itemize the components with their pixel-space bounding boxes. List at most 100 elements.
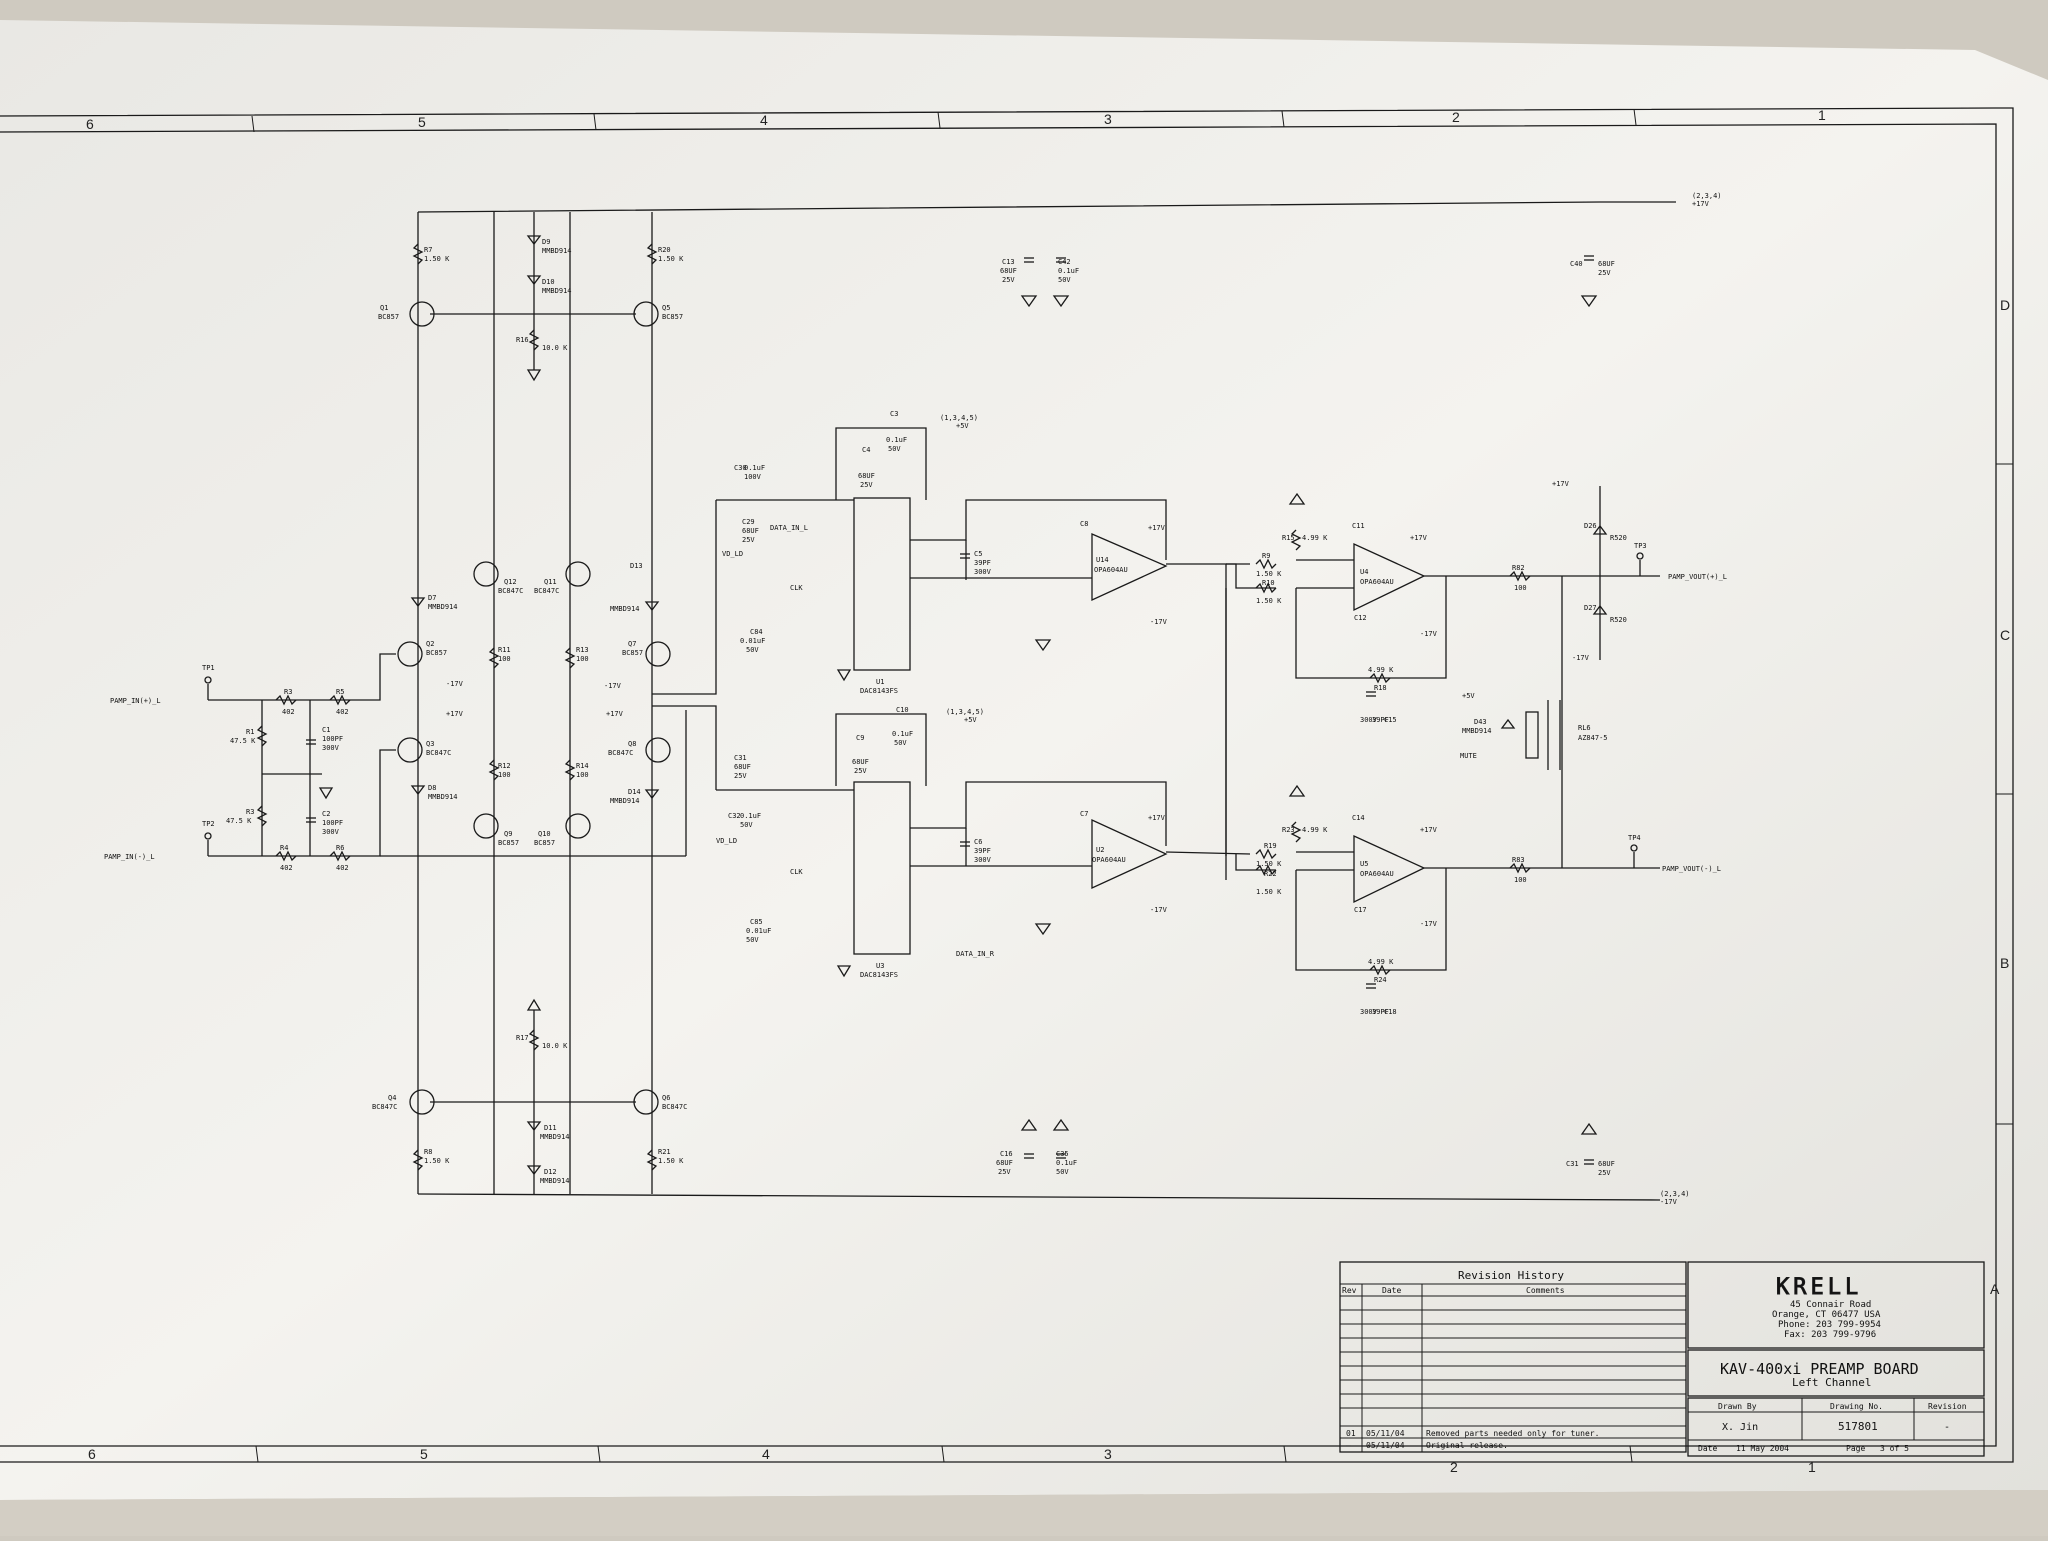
value-q7: BC857 <box>622 649 643 657</box>
zone-top-1: 1 <box>1818 107 1826 123</box>
label-tp2: TP2 <box>202 820 215 828</box>
label-c8: C8 <box>1080 520 1088 528</box>
label-r22: R22 <box>1264 870 1277 878</box>
zone-right-C: C <box>2000 627 2010 643</box>
label-d10: D10 <box>542 278 555 286</box>
value-c10: 0.1uF <box>892 730 913 738</box>
net-n17-u14: -17V <box>1150 618 1168 626</box>
page-value: 3 of 5 <box>1880 1444 1909 1453</box>
value2-c13: 25V <box>1002 276 1015 284</box>
value2-c84: 50V <box>746 646 759 654</box>
value-r9: 1.50 K <box>1256 570 1282 578</box>
opamps <box>1091 533 1426 904</box>
net-data-in-l: DATA_IN_L <box>770 524 808 532</box>
value-r21: 1.50 K <box>658 1157 684 1165</box>
component-labels: Q1 BC857 Q5 BC857 R7 1.50 K R20 1.50 K D… <box>104 192 1727 1206</box>
label-r7: R7 <box>424 246 432 254</box>
label-q8: Q8 <box>628 740 636 748</box>
label-r11: R11 <box>498 646 511 654</box>
zone-right-D: D <box>2000 297 2010 313</box>
value-c18: 39PF <box>1372 1008 1389 1016</box>
label-tp3: TP3 <box>1634 542 1647 550</box>
value-c13: 68UF <box>1000 267 1017 275</box>
col-comments: Comments <box>1526 1286 1565 1295</box>
net-vd-ld-2: VD_LD <box>716 837 737 845</box>
fax: Fax: 203 799-9796 <box>1784 1330 1876 1340</box>
value-q4: BC847C <box>372 1103 397 1111</box>
rev1-date: 05/11/04 <box>1366 1429 1405 1438</box>
label-c84: C84 <box>750 628 763 636</box>
net-n17-bottom: -17V <box>1660 1198 1678 1206</box>
label-r24: R24 <box>1374 976 1387 984</box>
label-r12: R12 <box>498 762 511 770</box>
value-c31b: 68UF <box>734 763 751 771</box>
value-c2: 100PF <box>322 819 343 827</box>
value-r19: 1.50 K <box>1256 860 1282 868</box>
zone-top-3: 3 <box>1104 111 1112 127</box>
date-label: Date <box>1698 1444 1717 1453</box>
label-u3: U3 <box>876 962 884 970</box>
value-r23: 4.99 K <box>1302 826 1328 834</box>
value-c84: 0.01uF <box>740 637 765 645</box>
value-r83: 100 <box>1514 876 1527 884</box>
label-r5: R5 <box>336 688 344 696</box>
revision-value: - <box>1944 1422 1950 1433</box>
label-c31b: C31 <box>734 754 747 762</box>
value-rl6: AZ847-5 <box>1578 734 1608 742</box>
zone-bottom-5: 5 <box>420 1446 428 1462</box>
company-block: KRELL 45 Connair Road Orange, CT 06477 U… <box>1687 1261 1985 1457</box>
value2-c6: 300V <box>974 856 992 864</box>
zone-bottom-6: 6 <box>88 1446 96 1462</box>
label-q12: Q12 <box>504 578 517 586</box>
drawing-no: 517801 <box>1838 1420 1878 1433</box>
label-q6: Q6 <box>662 1094 670 1102</box>
label-d12: D12 <box>544 1168 557 1176</box>
value-c16: 68UF <box>996 1159 1013 1167</box>
value2-c30: 100V <box>744 473 762 481</box>
rev1-rev: 01 <box>1346 1429 1356 1438</box>
value-r11: 100 <box>498 655 511 663</box>
value-q5: BC857 <box>662 313 683 321</box>
label-d13: D13 <box>630 562 643 570</box>
label-u4: U4 <box>1360 568 1368 576</box>
capacitors <box>306 255 1594 1165</box>
label-c9: C9 <box>856 734 864 742</box>
value-r17: 10.0 K <box>542 1042 568 1050</box>
value-d26: R520 <box>1610 534 1627 542</box>
value2-c10: 50V <box>894 739 907 747</box>
value-d12: MMBD914 <box>540 1177 570 1185</box>
drawn-by: X. Jin <box>1722 1422 1758 1433</box>
ref-p5-u1: (1,3,4,5) <box>940 414 978 422</box>
value2-c40: 25V <box>1598 269 1611 277</box>
value2-c29: 25V <box>742 536 755 544</box>
value-c6: 39PF <box>974 847 991 855</box>
net-n17-u4: -17V <box>1420 630 1438 638</box>
label-c85: C85 <box>750 918 763 926</box>
zone-bottom-1: 1 <box>1808 1459 1816 1475</box>
value2-c3: 50V <box>888 445 901 453</box>
label-q10: Q10 <box>538 830 551 838</box>
label-c31: C31 <box>1566 1160 1579 1168</box>
label-rl6: RL6 <box>1578 724 1591 732</box>
value-r24: 4.99 K <box>1368 958 1394 966</box>
label-c5: C5 <box>974 550 982 558</box>
net-data-in-r: DATA_IN_R <box>956 950 995 958</box>
board-subtitle: Left Channel <box>1792 1376 1871 1389</box>
label-c14: C14 <box>1352 814 1365 822</box>
label-d43: D43 <box>1474 718 1487 726</box>
value-r14: 100 <box>576 771 589 779</box>
value-r8: 1.50 K <box>424 1157 450 1165</box>
label-d8: D8 <box>428 784 436 792</box>
value-d10: MMBD914 <box>542 287 572 295</box>
label-r23: R23 <box>1282 826 1295 834</box>
label-r8: R8 <box>424 1148 432 1156</box>
label-c4: C4 <box>862 446 870 454</box>
rev2-date: 05/11/04 <box>1366 1441 1405 1450</box>
label-r21: R21 <box>658 1148 671 1156</box>
label-c30: C30 <box>734 464 747 472</box>
net-p17-top: +17V <box>1692 200 1710 208</box>
label-tp1: TP1 <box>202 664 215 672</box>
value-c29: 68UF <box>742 527 759 535</box>
net-pamp-vout-pos: PAMP_VOUT(+)_L <box>1668 573 1727 581</box>
